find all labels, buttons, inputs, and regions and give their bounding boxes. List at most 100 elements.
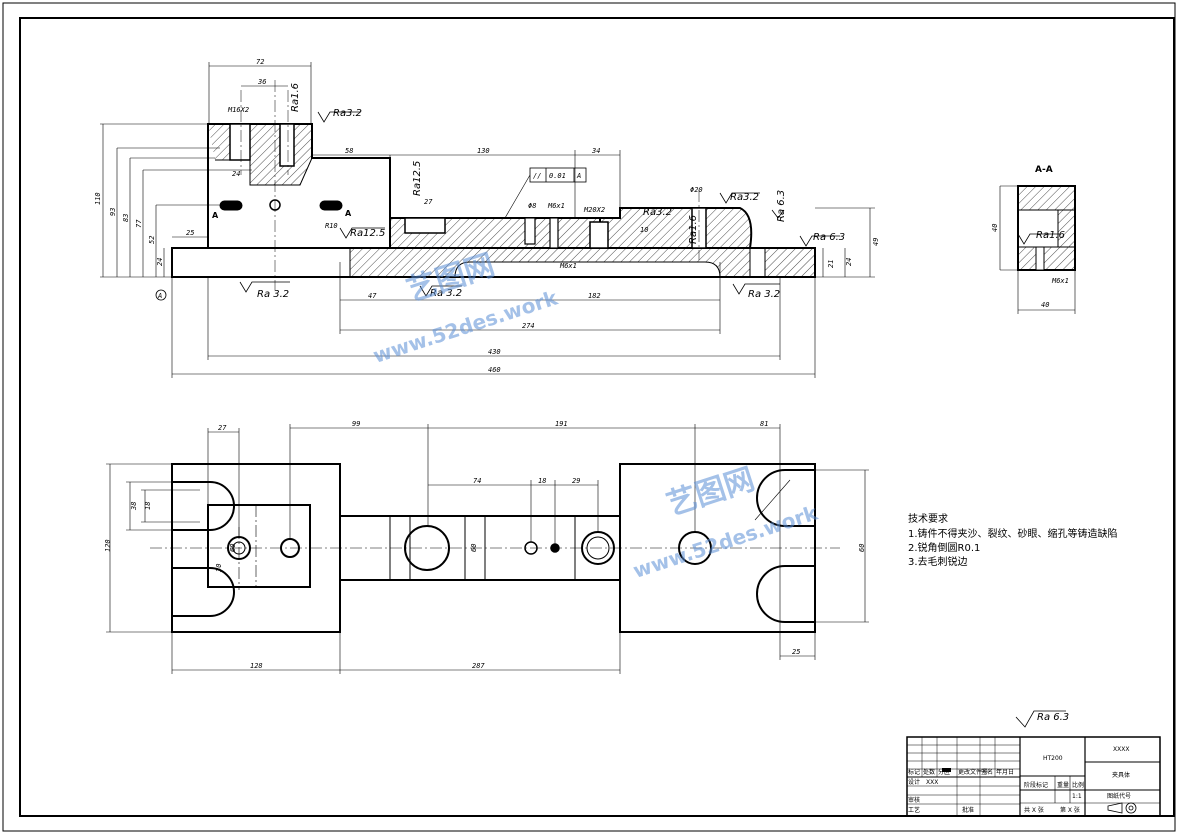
row-label: 年月日 [996, 768, 1014, 776]
title-block-text: HT200 XXXX 夹具体 1:1 图纸代号 XXX 标记 处数 更改文件号 … [908, 746, 1131, 814]
dim-label: 21 [827, 260, 835, 268]
top-dim-lines [106, 424, 869, 674]
dim-label: 110 [94, 192, 102, 205]
roughness-label: Ra 6.3 [813, 232, 845, 243]
dim-label: 24 [845, 258, 853, 266]
dim-label: M20X2 [583, 206, 605, 214]
dim-label: 40 [991, 224, 999, 232]
dim-label: R10 [325, 222, 338, 230]
dim-label: 38 [130, 502, 138, 511]
roughness-label: Ra1.6 [1036, 230, 1065, 241]
dim-label: 29 [572, 477, 580, 485]
roughness-symbols [239, 111, 1066, 728]
row-label: 签名 [981, 768, 993, 776]
material: HT200 [1043, 755, 1063, 762]
tolerance-symbol: // [533, 172, 541, 180]
dim-label: Φ8 [528, 202, 536, 210]
dim-label: 77 [135, 219, 143, 228]
dim-label: Φ20 [690, 186, 703, 194]
dim-label: 460 [488, 366, 501, 374]
dim-label: 74 [473, 477, 481, 485]
thread-hole-2 [279, 123, 295, 167]
datum-marks: A A A [155, 209, 352, 301]
dim-label: 40 [1041, 301, 1049, 309]
section-mark-a: A [345, 209, 352, 218]
tolerance-value: 0.01 [549, 172, 566, 180]
role-label: 设计 [908, 778, 920, 786]
row-label: 分区 [938, 768, 950, 776]
datum-label: A [157, 292, 162, 300]
front-dim-labels: 72 36 58 130 34 M16X2 24 25 47 182 274 4… [186, 58, 703, 374]
u-slot-left-top [172, 481, 235, 531]
section-view: A-A 40 40 M6x1 [991, 165, 1076, 314]
dim-label: 25 [792, 648, 800, 656]
tolerance-datum: A [576, 172, 581, 180]
left-notch [208, 123, 231, 161]
dim-label: 60 [470, 544, 478, 552]
part-code: XXXX [1113, 746, 1129, 753]
drawing-number: 图纸代号 [1107, 792, 1131, 800]
sheet-info: 共 X 张 [1024, 806, 1044, 814]
section-mark-a: A [212, 211, 219, 220]
roughness-label: Ra 3.2 [748, 289, 780, 300]
tolerance-frame: // 0.01 A [504, 167, 587, 219]
dim-label: 24 [156, 258, 164, 266]
section-title: A-A [1035, 165, 1053, 175]
roughness-label: Ra 3.2 [430, 288, 462, 299]
dim-label: 52 [148, 236, 156, 244]
projection-symbol [1107, 802, 1137, 814]
dim-label: 36 [257, 78, 266, 86]
dim-label: M6x1 [1051, 277, 1069, 285]
slot-right [319, 200, 343, 211]
thread-hole-m16 [229, 123, 251, 161]
dim-label: 93 [109, 208, 117, 216]
row-label: 处数 [923, 768, 935, 776]
dim-label: 49 [872, 238, 880, 246]
row-label: 更改文件号 [958, 768, 988, 776]
title-block [906, 736, 1161, 817]
u-slot-right-top [756, 469, 815, 527]
dim-label: 25 [186, 229, 194, 237]
roughness-label: Ra3.2 [730, 192, 759, 203]
hole-m6 [549, 217, 559, 249]
front-view [171, 80, 816, 290]
dim-label: 18 [538, 477, 546, 485]
roughness-label: Ra3.2 [643, 207, 672, 218]
roughness-label: Ra12.5 [350, 228, 385, 239]
dim-label: 58 [345, 147, 353, 155]
dim-label: 60 [858, 544, 866, 552]
hole-m20 [589, 221, 609, 249]
right-base-section [764, 247, 816, 278]
roughness-label: Ra 3.2 [257, 289, 289, 300]
dim-label: 47 [368, 292, 377, 300]
dim-label: 182 [588, 292, 601, 300]
dim-label: M6x1 [559, 262, 577, 270]
inner-border [19, 17, 1175, 817]
dim-label: 34 [591, 147, 600, 155]
role-label: 审核 [908, 796, 920, 804]
dim-label: 72 [256, 58, 264, 66]
sheet-info: 第 X 张 [1060, 806, 1080, 814]
scale: 1:1 [1072, 793, 1082, 800]
u-slot-right-bottom [756, 565, 815, 623]
dim-label: 18 [144, 502, 152, 510]
dim-label: 430 [488, 348, 501, 356]
tech-notes-title: 技术要求 [908, 514, 948, 525]
right-section [599, 207, 753, 249]
dim-label: 30 [215, 564, 223, 573]
left-boss [207, 504, 311, 588]
top-dim-labels: 27 99 191 81 74 18 29 128 287 25 [218, 420, 800, 670]
tech-note-item: 2.锐角倒圆R0.1 [908, 543, 981, 554]
roughness-label: Ra1.6 [290, 83, 301, 112]
dim-label: M6x1 [547, 202, 565, 210]
slot-left [219, 200, 243, 211]
role-label: 批准 [962, 806, 974, 814]
dim-label: 27 [424, 198, 433, 206]
dim-label: M16X2 [227, 106, 249, 114]
u-slot-left-bottom [172, 567, 235, 617]
col-label: 比例 [1072, 781, 1084, 789]
top-view [150, 463, 840, 633]
roughness-label: Ra12.5 [412, 161, 423, 196]
